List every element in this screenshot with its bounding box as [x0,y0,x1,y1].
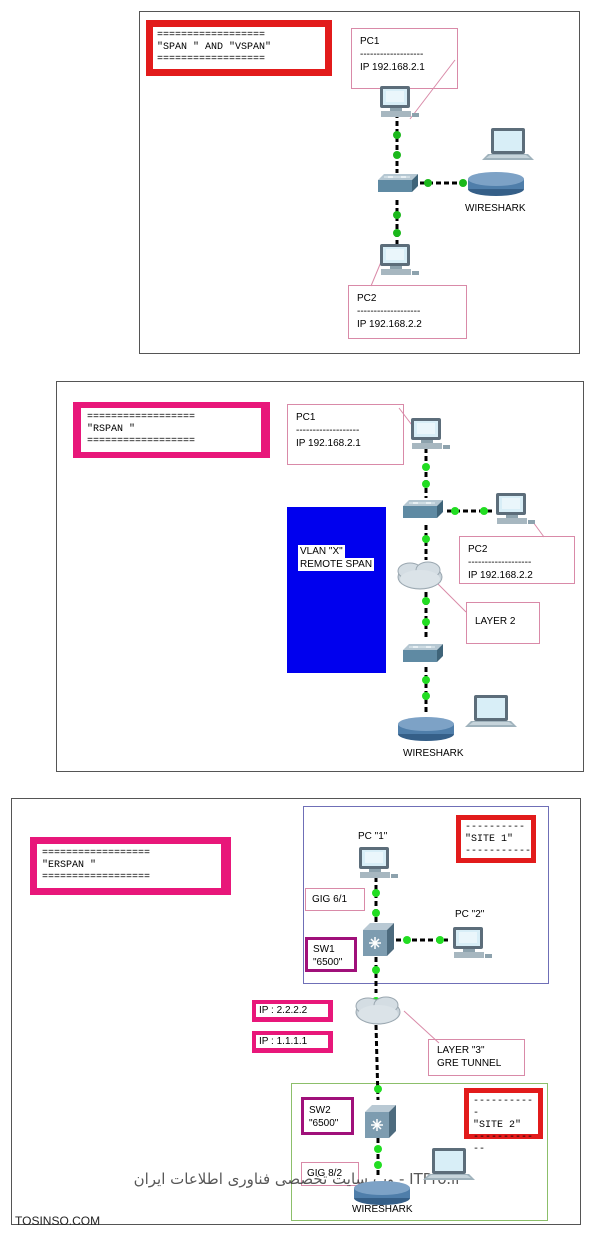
cloud-icon [397,561,443,590]
ip-address: IP 192.168.2.1 [296,438,361,449]
pc-icon [496,493,535,524]
laptop-icon [482,128,534,160]
pc-name: PC1 [296,412,316,423]
title-line: "ERSPAN " [42,860,97,871]
pc2-callout: PC2 ------------------- IP 192.168.2.2 [348,285,467,339]
separator: ------------------- [468,557,532,568]
title-line: ================== [42,848,151,859]
ip-address: IP 192.168.2.2 [357,319,422,330]
layer3-label: LAYER "3" [437,1045,485,1056]
switch-icon [402,643,444,663]
router-icon [468,172,524,196]
pc-icon [380,86,419,117]
pc2-callout: PC2 ------------------- IP 192.168.2.2 [459,536,575,584]
vlan-remote-span-box: VLAN "X" REMOTE SPAN [287,507,386,673]
switch-model: "6500" [313,957,343,968]
switch-name: SW2 [309,1105,331,1116]
pc1-callout: PC1 ------------------- IP 192.168.2.1 [351,28,458,89]
multilayer-switch-icon [364,1104,397,1139]
title-line: ================== [42,872,151,883]
wireshark-label: WIRESHARK [465,203,526,214]
pc-name: PC1 [360,36,380,47]
title-line: ================== [157,30,266,41]
site-line: ---------- [465,822,526,833]
gre-tunnel-label: GRE TUNNEL [437,1058,502,1069]
ip-address: IP 192.168.2.2 [468,570,533,581]
site1-label-box: ---------- "SITE 1" ----------- [456,815,536,863]
separator: ------------------- [296,425,360,436]
layer2-callout: LAYER 2 [466,602,540,644]
site-line: ------------ [473,1132,534,1155]
site-line: ----------- [473,1096,534,1119]
callout-pointer [403,1010,440,1044]
title-line: ================== [157,54,266,65]
pc-name: PC2 [357,293,377,304]
site2-area [291,1083,548,1221]
site-line: ----------- [465,846,532,857]
switch-icon [402,499,444,519]
sw2-callout: SW2 "6500" [301,1097,354,1135]
pc1-label: PC "1" [358,831,388,842]
title-line: "SPAN " AND "VSPAN" [157,42,272,53]
span-title-box: ================== "SPAN " AND "VSPAN" =… [146,20,332,76]
gig61-callout: GIG 6/1 [305,888,365,911]
wireshark-label: WIRESHARK [352,1204,413,1215]
layer2-label: LAYER 2 [475,616,516,627]
footer-text: TOSINSO.COM [15,1214,101,1228]
ip-2222-box: IP : 2.2.2.2 [252,1000,333,1022]
pc1-callout: PC1 ------------------- IP 192.168.2.1 [287,404,404,465]
site-line: "SITE 1" [465,834,514,845]
multilayer-switch-icon [362,922,395,957]
erspan-title-box: ================== "ERSPAN " ===========… [30,837,231,895]
switch-icon [377,173,419,193]
pc-icon [411,418,450,449]
separator: ------------------- [357,306,421,317]
link-dots [393,131,467,237]
site2-label-box: ----------- "SITE 2" ------------ [464,1088,543,1155]
gig82-callout: GIG 8/2 [301,1162,359,1186]
title-line: ================== [87,412,196,423]
sw1-callout: SW1 "6500" [305,937,357,972]
pc-icon [380,244,419,275]
layer3-gre-callout: LAYER "3" GRE TUNNEL [428,1039,525,1076]
rspan-title-box: ================== "RSPAN " ============… [73,402,270,458]
callout-pointer [370,59,456,287]
router-icon [398,717,454,741]
pc-icon [359,847,398,878]
title-line: "RSPAN " [87,424,136,435]
gig-label: GIG 8/2 [307,1168,343,1179]
ip-address: IP : 2.2.2.2 [256,1004,328,1017]
switch-model: "6500" [309,1118,339,1129]
site-line: "SITE 2" [473,1120,522,1131]
ip-address: IP : 1.1.1.1 [256,1035,328,1048]
wireshark-label: WIRESHARK [403,748,464,759]
site1-area [303,806,549,984]
laptop-icon [465,695,517,727]
router-icon [354,1181,410,1205]
title-line: ================== [87,436,196,447]
vlan-label: VLAN "X" [298,545,345,558]
ip-1111-box: IP : 1.1.1.1 [252,1031,333,1053]
gig-label: GIG 6/1 [312,894,348,905]
cloud-icon [355,996,401,1025]
switch-name: SW1 [313,944,335,955]
pc-name: PC2 [468,544,488,555]
link-dots [422,463,488,700]
remote-span-label: REMOTE SPAN [298,558,375,571]
pc2-label: PC "2" [455,909,485,920]
pc-icon [453,927,492,958]
separator: ------------------- [360,49,424,60]
ip-address: IP 192.168.2.1 [360,62,425,73]
laptop-icon [423,1148,475,1180]
